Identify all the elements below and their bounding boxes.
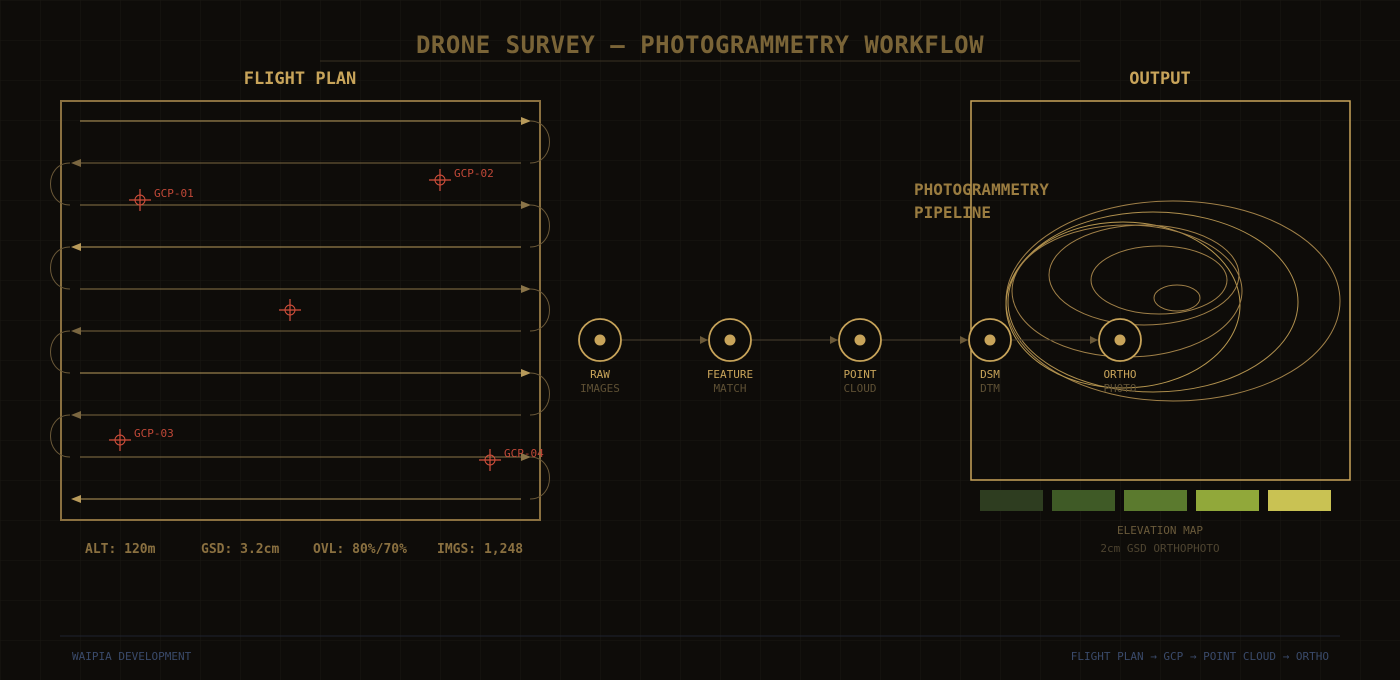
arrow-right-icon [521,369,531,377]
arrow-left-icon [71,243,81,251]
stage-label: POINT [843,368,876,381]
orthophoto-subtitle: 2cm GSD ORTHOPHOTO [1100,542,1219,555]
arrow-right-icon [960,336,968,344]
footer-workflow: FLIGHT PLAN → GCP → POINT CLOUD → ORTHO [1071,650,1329,663]
gcp-crosshair-icon [429,169,451,191]
turn-arc [50,162,71,206]
stage-sublabel: CLOUD [843,382,876,395]
crosshair-ring [114,434,126,446]
stage-dot [724,334,736,346]
image-count-stat: IMGS: 1,248 [437,542,523,557]
contour-ring [1005,221,1241,389]
stage-label: ORTHO [1103,368,1136,381]
crosshair-ring [284,304,296,316]
arrow-left-icon [71,411,81,419]
arrow-right-icon [830,336,838,344]
elevation-swatch [980,490,1043,511]
arrow-left-icon [71,495,81,503]
stage-dot [594,334,606,346]
pipeline-stage-node [1098,318,1142,362]
stage-sublabel: PHOTO [1103,382,1136,395]
turn-arc [50,414,71,458]
output-heading: OUTPUT [1129,69,1190,89]
arrow-left-icon [71,327,81,335]
contour-ring [1153,284,1201,312]
stage-dot [984,334,996,346]
stage-dot [854,334,866,346]
arrow-right-icon [521,201,531,209]
turn-arc [50,246,71,290]
turn-arc [529,204,550,248]
contour-ring [1048,224,1240,326]
pipeline-stage-node [968,318,1012,362]
arrow-right-icon [521,453,531,461]
elevation-swatch [1268,490,1331,511]
gcp-label: GCP-01 [154,187,194,200]
stage-label: FEATURE [707,368,753,381]
pipeline-stage-node [578,318,622,362]
turn-arc [529,120,550,164]
page-title: DRONE SURVEY — PHOTOGRAMMETRY WORKFLOW [416,31,984,59]
pipeline-stage-node [708,318,752,362]
gcp-label: GCP-02 [454,167,494,180]
elevation-legend [980,490,1331,511]
overlay-title-line1: PHOTOGRAMMETRY [914,180,1049,199]
arrow-right-icon [521,117,531,125]
arrow-right-icon [1090,336,1098,344]
footer-credit: WAIPIA DEVELOPMENT [72,650,192,663]
stage-sublabel: DTM [980,382,1000,395]
elevation-map-label: ELEVATION MAP [1117,524,1203,537]
gcp-crosshair-icon [109,429,131,451]
gcp-crosshair-icon [479,449,501,471]
arrow-right-icon [700,336,708,344]
output-frame [970,100,1351,481]
contour-ring [1007,211,1299,393]
crosshair-ring [134,194,146,206]
overlap-stat: OVL: 80%/70% [313,542,407,557]
elevation-swatch [1124,490,1187,511]
flight-stats: ALT: 120m GSD: 3.2cm OVL: 80%/70% IMGS: … [85,542,523,557]
turn-arc [529,372,550,416]
output-panel: PHOTOGRAMMETRY PIPELINE [914,100,1351,481]
turn-arc [529,288,550,332]
stage-dot [1114,334,1126,346]
gcp-crosshair-icon [279,299,301,321]
altitude-stat: ALT: 120m [85,542,156,557]
gcp-label: GCP-04 [504,447,544,460]
pipeline-stage-node [838,318,882,362]
turn-arc [529,456,550,500]
contour-ring [1090,245,1228,315]
gsd-stat: GSD: 3.2cm [201,542,279,557]
stage-label: DSM [980,368,1000,381]
gcp-label: GCP-03 [134,427,174,440]
crosshair-ring [484,454,496,466]
arrow-right-icon [521,285,531,293]
stage-sublabel: MATCH [713,382,746,395]
flight-path [50,117,550,503]
gcp-crosshair-icon [129,189,151,211]
turn-arc [50,330,71,374]
flight-area-frame [60,100,541,521]
stage-sublabel: IMAGES [580,382,620,395]
stage-label: RAW [590,368,610,381]
overlay-title-line2: PIPELINE [914,203,991,222]
flight-plan-heading: FLIGHT PLAN [244,69,357,89]
elevation-swatch [1052,490,1115,511]
elevation-contours [1005,200,1341,402]
crosshair-ring [434,174,446,186]
elevation-swatch [1196,490,1259,511]
arrow-left-icon [71,159,81,167]
